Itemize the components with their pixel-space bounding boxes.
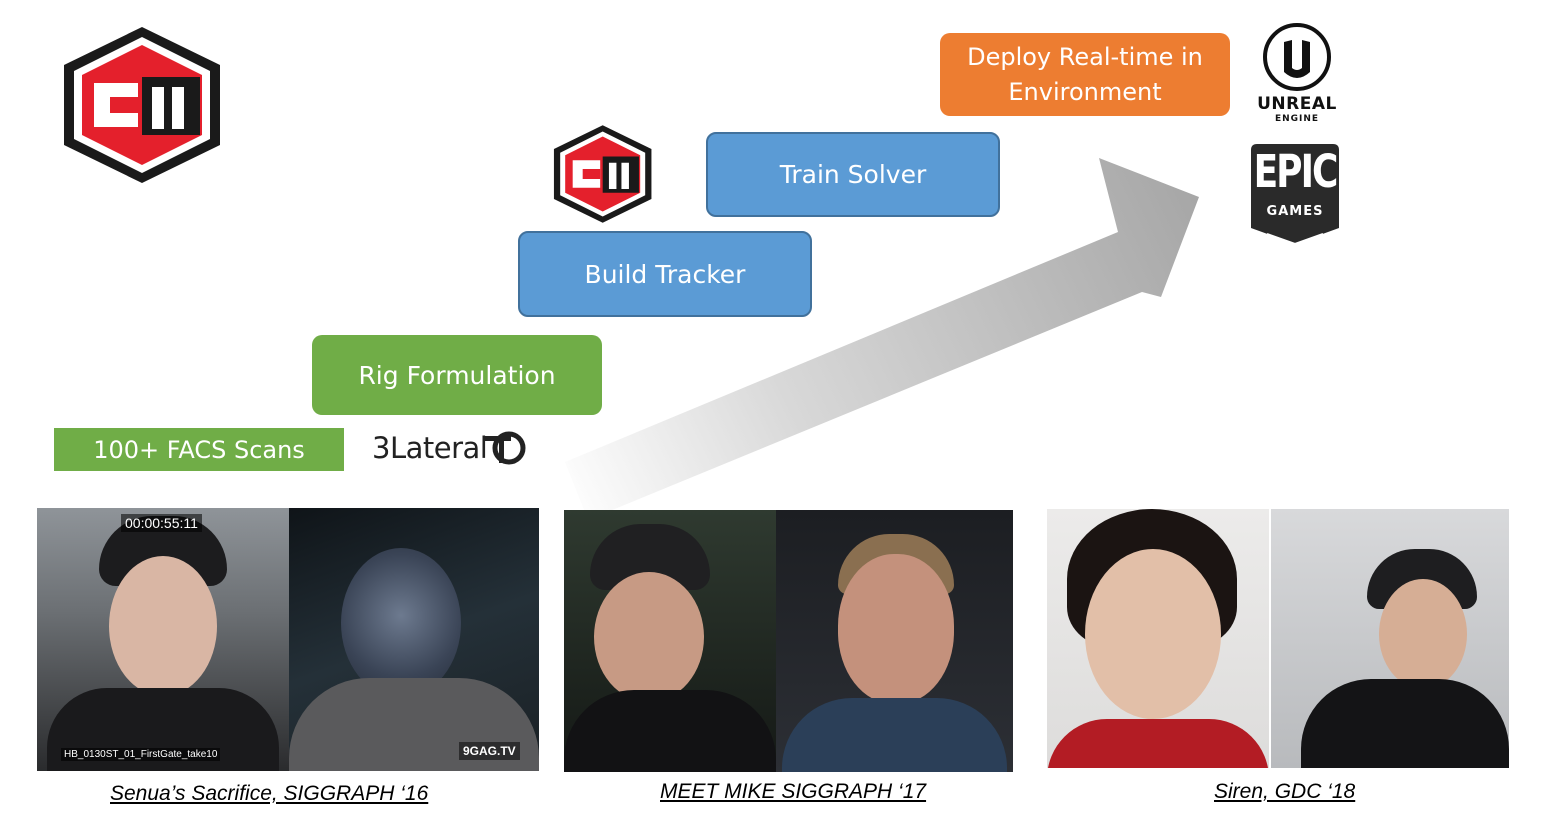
senua-caption: Senua’s Sacrifice, SIGGRAPH ‘16 [110,782,429,805]
top-shape [1047,719,1269,768]
epic-word: EPIC [1253,146,1339,199]
cubic-motion-logo-large [64,27,220,183]
unreal-u-icon [1263,23,1331,91]
take-label: HB_0130ST_01_FirstGate_take10 [61,748,221,761]
train-solver-box: Train Solver [706,132,1000,217]
threelateral-wordmark: 3Lateral [372,431,488,465]
rig-formulation-label: Rig Formulation [358,360,556,390]
build-tracker-label: Build Tracker [584,259,746,289]
face-shape [594,572,704,702]
mike-caption: MEET MIKE SIGGRAPH ‘17 [660,780,927,803]
suit-shape [1301,679,1509,768]
siren-render-photo [1047,509,1269,768]
mike-render-photo [776,510,1013,772]
face-shape [1085,549,1221,719]
siren-caption: Siren, GDC ‘18 [1214,780,1356,803]
timecode-label: 00:00:55:11 [121,514,202,532]
unreal-engine-logo: UNREAL ENGINE [1245,22,1349,126]
unreal-word: UNREAL [1257,94,1337,114]
face-shape [1379,579,1467,689]
epic-games-logo: EPIC GAMES [1251,144,1339,246]
face-shape [341,548,461,698]
build-tracker-box: Build Tracker [518,231,812,317]
deploy-label-line2: Environment [1008,77,1162,106]
train-solver-label: Train Solver [779,160,927,189]
watermark-label: 9GAG.TV [459,742,520,760]
epic-shield-icon [1251,144,1339,246]
mike-capture-photo [564,510,776,772]
shirt-shape [782,698,1007,772]
facs-scans-box: 100+ FACS Scans [54,428,344,471]
threelateral-logo: 3Lateral [372,428,527,468]
rig-formulation-box: Rig Formulation [312,335,602,415]
shoulders-shape [564,690,776,772]
deploy-box: Deploy Real-time in Environment [940,33,1230,116]
senua-render-photo: 9GAG.TV [289,508,539,771]
engine-word: ENGINE [1274,114,1320,124]
games-word: GAMES [1266,204,1324,219]
face-shape [109,556,217,696]
siren-capture-photo [1271,509,1509,768]
face-shape [838,554,954,704]
deploy-label-line1: Deploy Real-time in [967,42,1203,71]
threelateral-mark-icon [485,431,526,465]
cubic-motion-logo-small [553,125,652,223]
facs-scans-label: 100+ FACS Scans [93,435,305,464]
senua-capture-photo: 00:00:55:11 HB_0130ST_01_FirstGate_take1… [37,508,289,771]
